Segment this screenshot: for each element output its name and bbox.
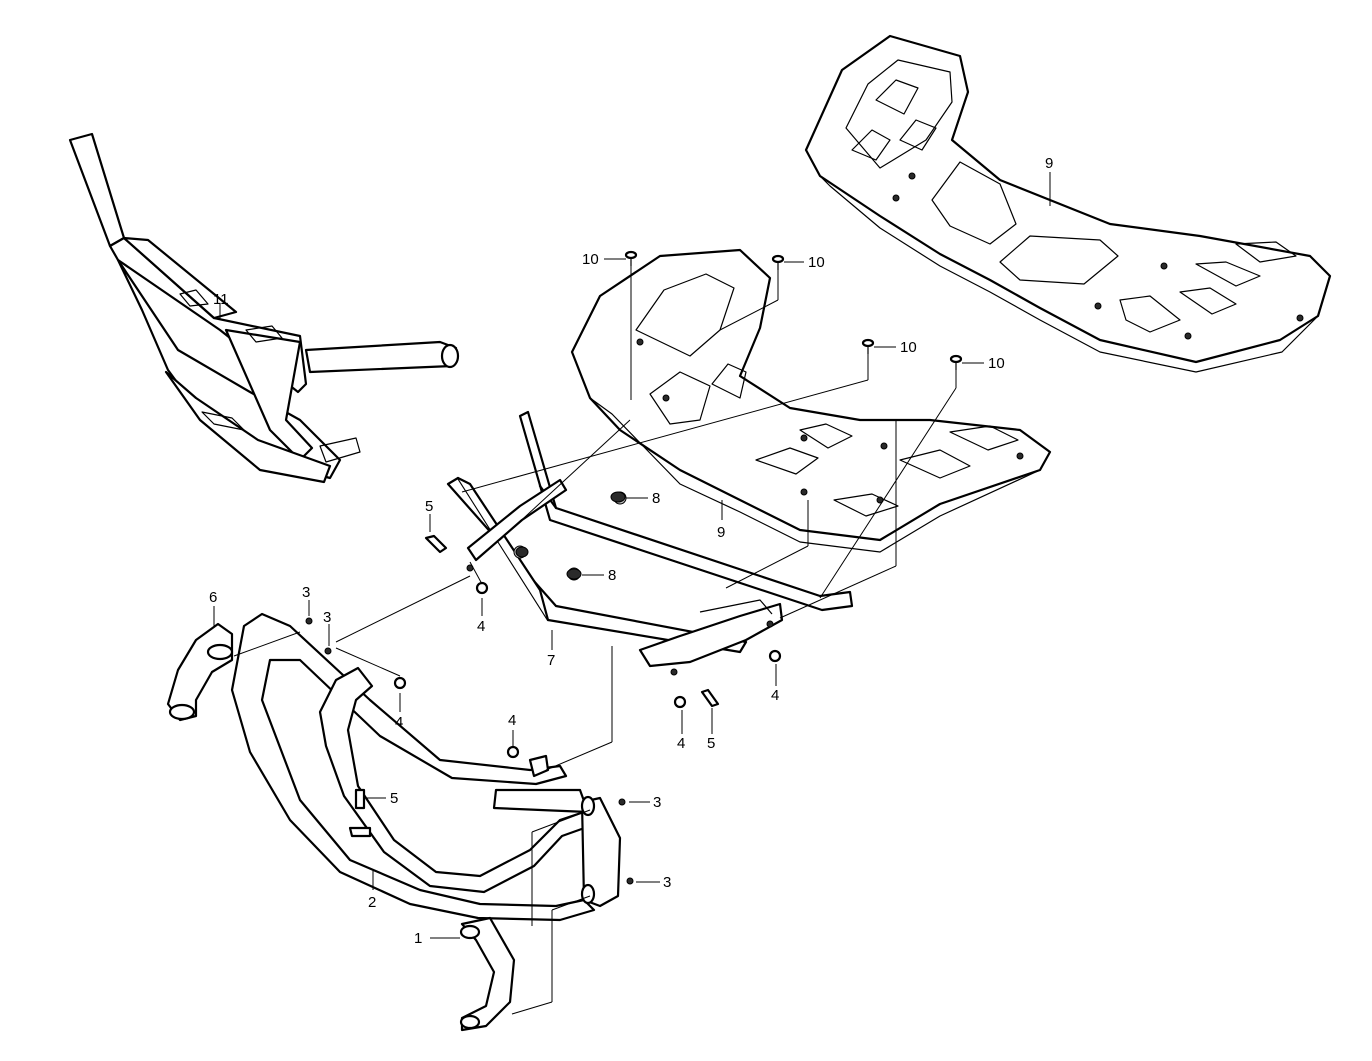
part-9-rack-plate-lower [570, 248, 1052, 553]
fasteners [305, 250, 963, 885]
screw-10c-icon [861, 338, 875, 354]
grommet-8a-icon [610, 491, 626, 503]
callout-10c: 10 [900, 339, 917, 356]
callout-5a: 5 [425, 498, 433, 515]
screw-10b-icon [771, 254, 785, 270]
part-1-right-end-cap [459, 916, 516, 1032]
callout-7: 7 [547, 652, 555, 669]
callout-8b: 8 [608, 567, 616, 584]
callout-2: 2 [368, 894, 376, 911]
callout-3c: 3 [653, 794, 661, 811]
screw-3b-icon [324, 647, 332, 655]
nut-4b-icon [393, 676, 407, 690]
screw-10d-icon [949, 354, 963, 370]
part-11-front-bumper-assembly [68, 132, 460, 484]
screw-3c-icon [618, 798, 626, 806]
callout-4c: 4 [508, 712, 516, 729]
callout-1: 1 [414, 930, 422, 947]
bolt-5a-icon [424, 534, 448, 554]
part-2-front-tube-bumper [230, 612, 622, 922]
callout-9b: 9 [717, 524, 725, 541]
callout-3a: 3 [302, 584, 310, 601]
bolt-5b-icon [700, 688, 720, 708]
callout-4b: 4 [395, 714, 403, 731]
part-9-rack-plate-upper [804, 34, 1332, 373]
callout-3b: 3 [323, 609, 331, 626]
callout-5c: 5 [390, 790, 398, 807]
callout-4a: 4 [477, 618, 485, 635]
nut-4c-icon [506, 745, 520, 759]
callout-4d: 4 [677, 735, 685, 752]
callout-10a: 10 [582, 251, 599, 268]
callout-3d: 3 [663, 874, 671, 891]
part-6-left-end-cap [166, 622, 234, 722]
callout-11: 11 [213, 291, 229, 308]
callout-8a: 8 [652, 490, 660, 507]
callout-4e: 4 [771, 687, 779, 704]
screw-10a-icon [624, 250, 638, 266]
callout-6: 6 [209, 589, 217, 606]
grommet-8b-icon [566, 568, 582, 580]
grommet-8c-icon [515, 546, 529, 558]
callout-10b: 10 [808, 254, 825, 271]
leader-lines [213, 172, 1051, 1015]
nut-4e-icon [768, 649, 782, 663]
bolt-5c-icon [354, 788, 366, 810]
screw-3d-icon [626, 877, 634, 885]
callout-labels: 10 10 10 10 9 9 11 8 8 7 6 5 5 5 4 4 4 4… [209, 155, 1053, 947]
callout-5b: 5 [707, 735, 715, 752]
callout-10d: 10 [988, 355, 1005, 372]
callout-9a: 9 [1045, 155, 1053, 172]
nut-4d-icon [673, 695, 687, 709]
nut-4a-icon [475, 581, 489, 595]
screw-3a-icon [305, 617, 313, 625]
